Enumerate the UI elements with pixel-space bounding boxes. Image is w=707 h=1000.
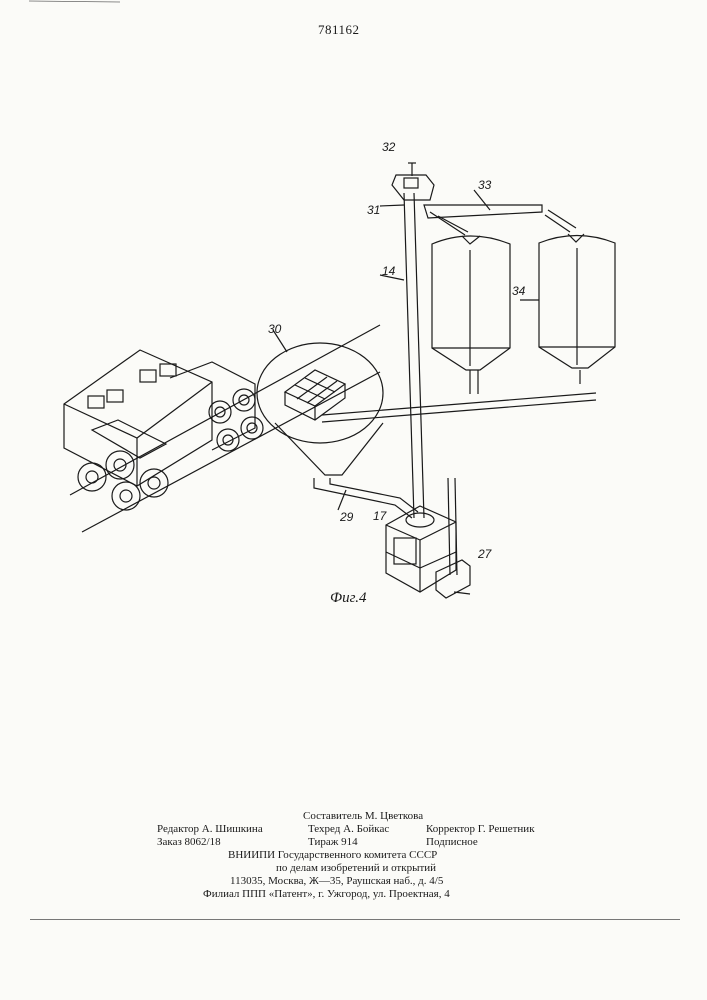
feed-pipe xyxy=(322,393,596,422)
imprint-order: Заказ 8062/18 xyxy=(157,836,221,848)
label-17: 17 xyxy=(373,509,386,523)
imprint-branch: Филиал ППП «Патент», г. Ужгород, ул. Про… xyxy=(203,888,450,900)
rail-wagon-rear xyxy=(170,362,263,451)
imprint-address: 113035, Москва, Ж—35, Раушская наб., д. … xyxy=(230,875,443,887)
label-30: 30 xyxy=(268,322,281,336)
bottom-rule xyxy=(30,919,680,920)
vertical-pipe-14 xyxy=(404,193,414,518)
conveyor-33 xyxy=(424,205,542,218)
imprint-circulation: Тираж 914 xyxy=(308,836,358,848)
imprint-org-1: ВНИИПИ Государственного комитета СССР xyxy=(228,849,437,861)
imprint-subscription: Подписное xyxy=(426,836,478,848)
machine-17 xyxy=(386,478,470,598)
top-separator xyxy=(380,163,434,206)
label-14: 14 xyxy=(382,264,395,278)
silo-left xyxy=(432,236,510,370)
figure-caption: Фиг.4 xyxy=(330,590,366,607)
silo-right xyxy=(520,234,615,368)
imprint-org-2: по делам изобретений и открытий xyxy=(276,862,436,874)
label-33: 33 xyxy=(478,178,491,192)
label-32: 32 xyxy=(382,140,395,154)
label-34: 34 xyxy=(512,284,525,298)
label-31: 31 xyxy=(367,203,380,217)
imprint-techred: Техред А. Бойкас xyxy=(308,823,389,835)
imprint-compiler: Составитель М. Цветкова xyxy=(303,810,423,822)
imprint-editor: Редактор А. Шишкина xyxy=(157,823,263,835)
label-27: 27 xyxy=(478,547,491,561)
label-29: 29 xyxy=(340,510,353,524)
hopper xyxy=(275,423,383,475)
imprint-corrector: Корректор Г. Решетник xyxy=(426,823,535,835)
